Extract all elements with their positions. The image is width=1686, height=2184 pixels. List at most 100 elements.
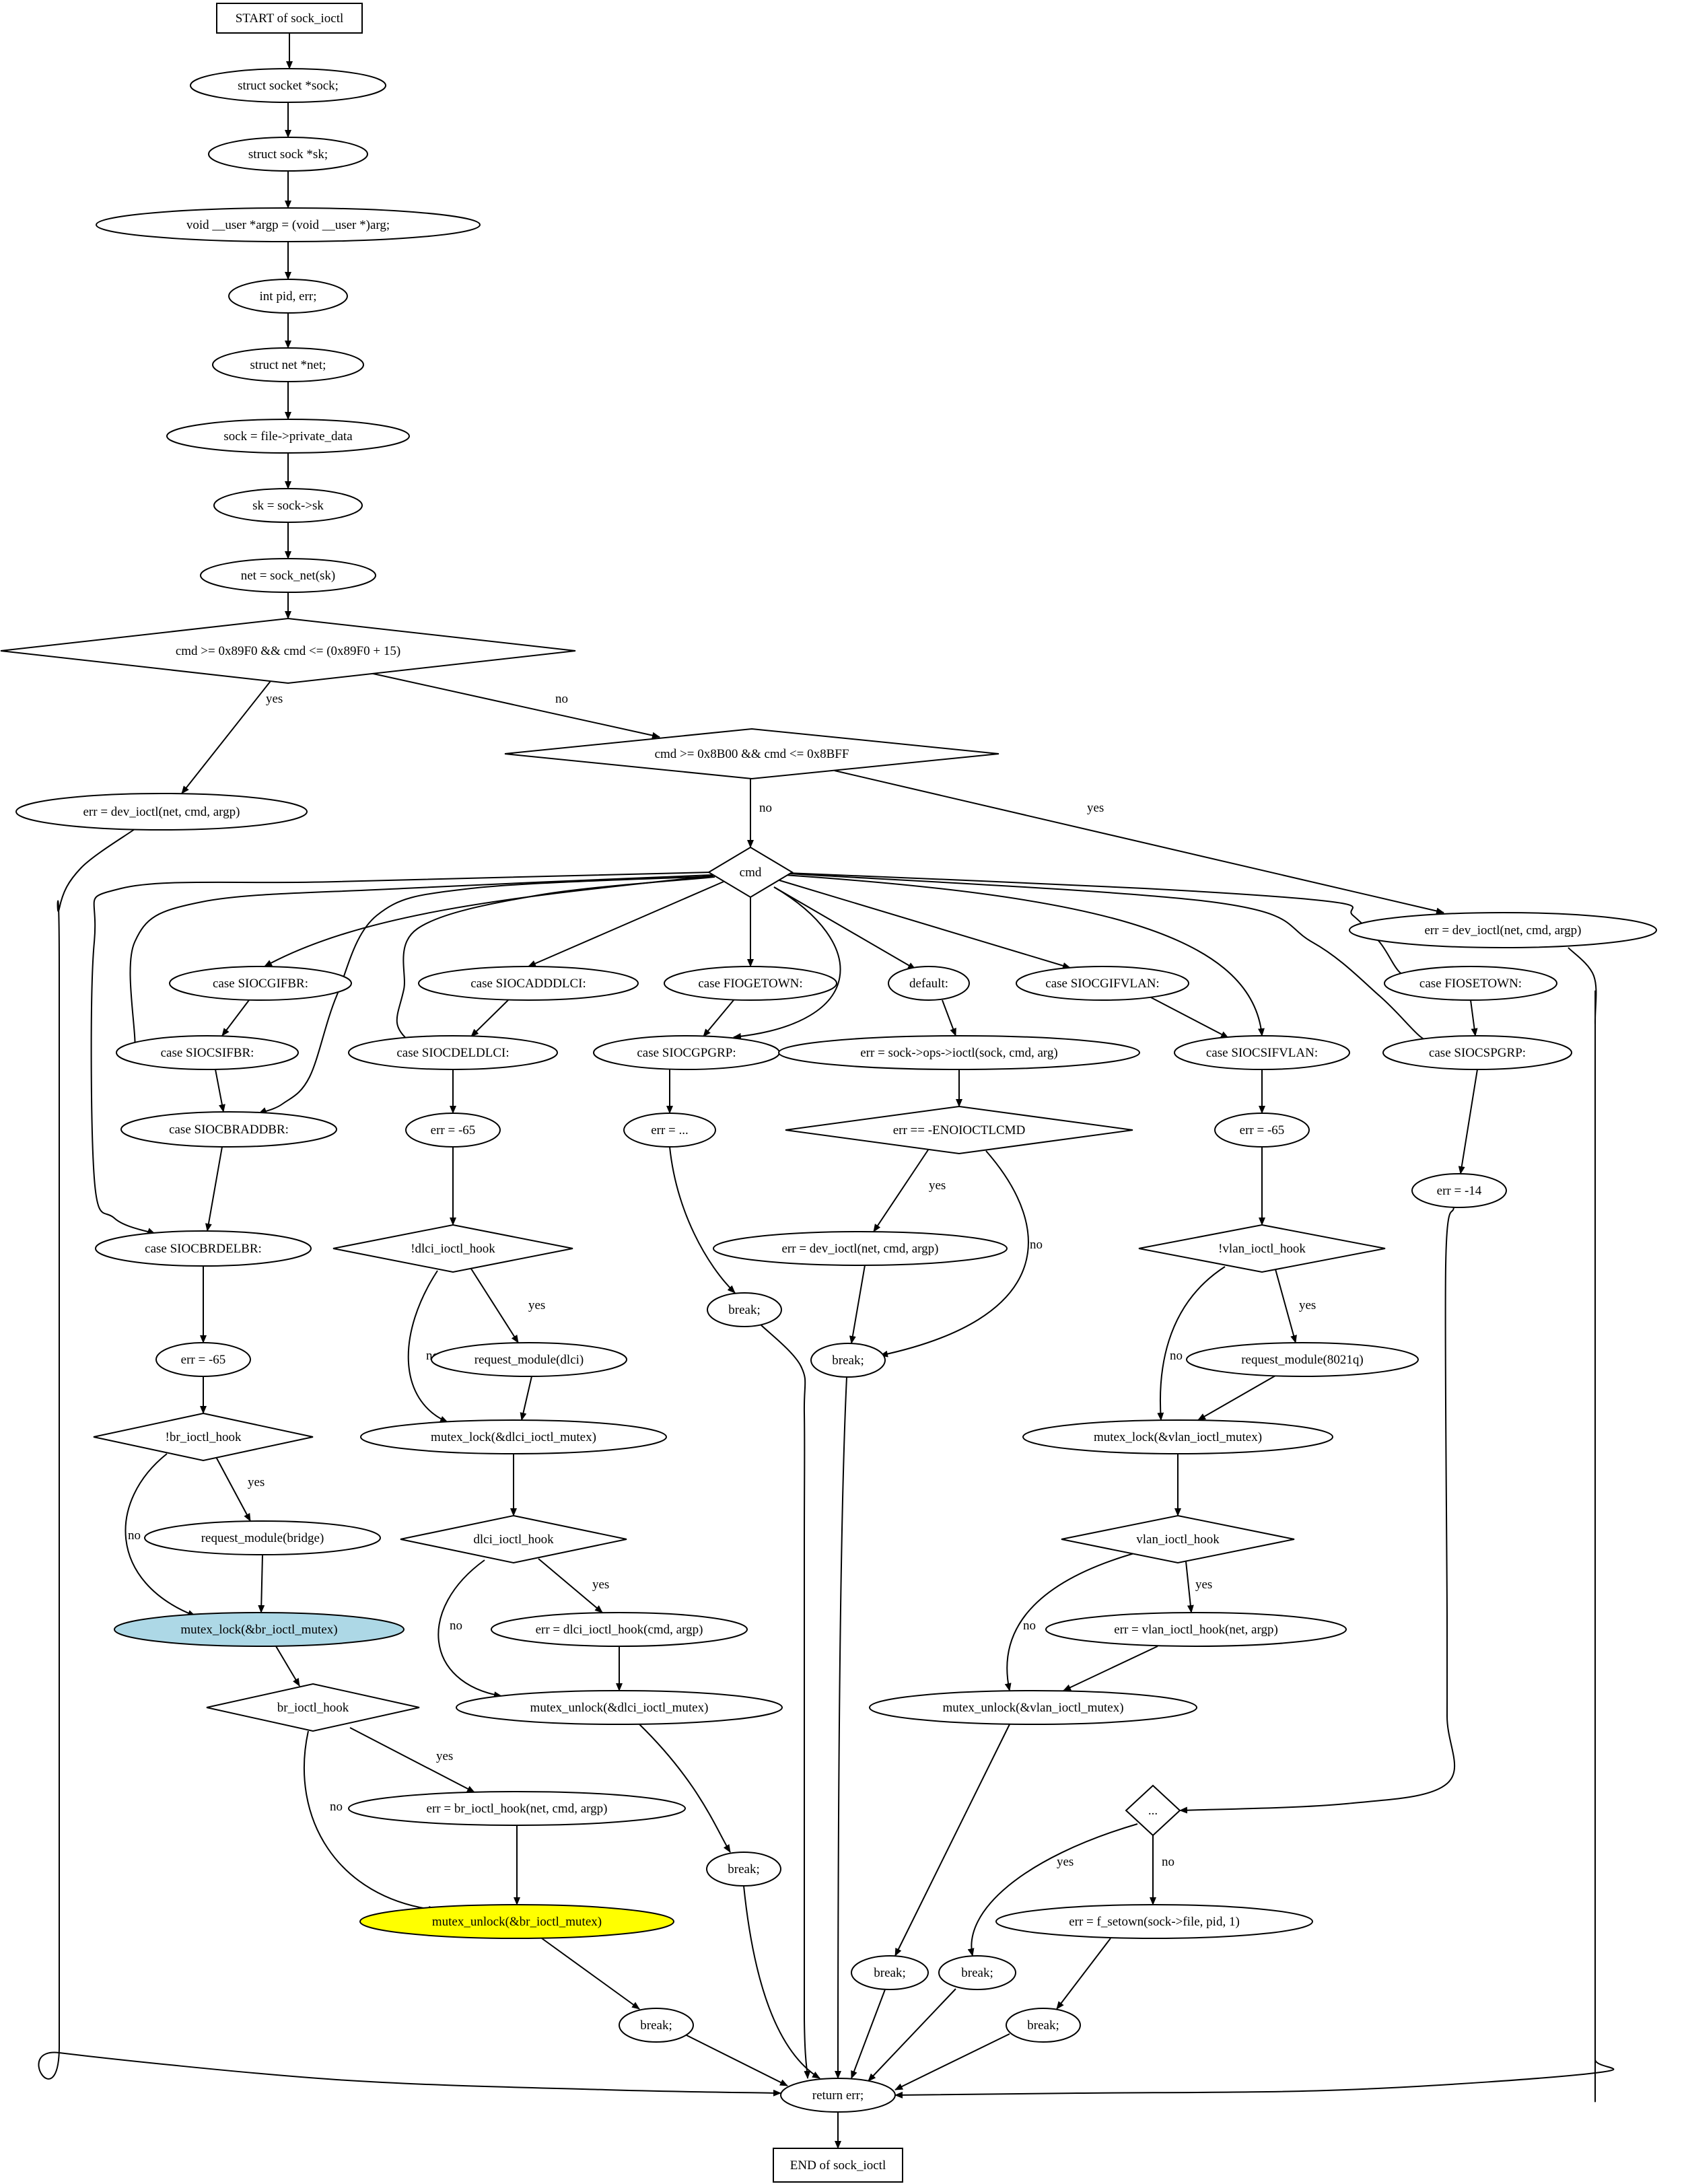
node-n-argp: void __user *argp = (void __user *)arg; xyxy=(96,207,481,242)
edge-label-yes: yes xyxy=(436,1749,453,1763)
node-label: default: xyxy=(909,977,948,991)
process-ellipse xyxy=(1186,1342,1419,1377)
node-n-dlci-err: err = -65 xyxy=(405,1113,501,1148)
process-ellipse xyxy=(155,1342,251,1377)
node-label: err = -14 xyxy=(1437,1184,1482,1198)
node-label: END of sock_ioctl xyxy=(790,2158,886,2173)
edge-c_siocgifbr-to-c_siocsifbr xyxy=(221,999,250,1036)
edge-b_default-to-n_return xyxy=(835,1376,847,2079)
edge-label-yes: yes xyxy=(929,1178,946,1193)
node-b-set: break; xyxy=(1006,2008,1081,2043)
node-c-siocsifbr: case SIOCSIFBR: xyxy=(116,1035,299,1070)
process-ellipse xyxy=(851,1955,929,1990)
node-n-dlci-lock: mutex_lock(&dlci_ioctl_mutex) xyxy=(360,1419,667,1454)
edge-b_get-to-n_return xyxy=(760,1324,811,2079)
node-c-siocadddlci: case SIOCADDDLCI: xyxy=(418,966,639,1001)
node-label: err == -ENOIOCTLCMD xyxy=(893,1123,1026,1137)
edge-d_cmd-to-c_default xyxy=(773,886,916,970)
edge-c_siocsifbr-to-c_siocbraddbr xyxy=(215,1069,225,1113)
process-ellipse xyxy=(405,1113,501,1148)
node-label: err = f_setown(sock->file, pid, 1) xyxy=(1069,1915,1240,1929)
edge-c_fiogetown-to-c_siocgpgrp xyxy=(703,999,734,1037)
node-n-vlan-err: err = -65 xyxy=(1214,1113,1310,1148)
node-n-devioctl3: err = dev_ioctl(net, cmd, argp) xyxy=(713,1231,1008,1266)
node-label: mutex_lock(&vlan_ioctl_mutex) xyxy=(1094,1430,1262,1444)
node-n-dlci-call: err = dlci_ioctl_hook(cmd, argp) xyxy=(491,1612,748,1647)
box-shape xyxy=(216,3,363,34)
process-ellipse xyxy=(869,1690,1197,1725)
edge-d_vlan_hook-to-n_vlan_lock xyxy=(1157,1266,1226,1421)
edge-label-no: no xyxy=(759,801,772,815)
edge-d_range2-to-n_devioctl2 xyxy=(834,770,1444,915)
node-b-br: break; xyxy=(619,2008,694,2043)
decision-diamond xyxy=(332,1224,573,1273)
node-label: err = dev_ioctl(net, cmd, argp) xyxy=(1424,923,1581,938)
edge-d_range1-to-d_range2 xyxy=(370,672,660,739)
node-c-siocgpgrp: case SIOCGPGRP: xyxy=(593,1035,780,1070)
node-n-vlan-unlock: mutex_unlock(&vlan_ioctl_mutex) xyxy=(869,1690,1197,1725)
edge-d_cmd-to-c_siocbrdelbr xyxy=(90,872,711,1234)
edge-d_set-to-b_set_yes xyxy=(967,1823,1138,1957)
edge-d_dlci_hook-to-n_dlci_lock xyxy=(407,1270,448,1423)
process-ellipse xyxy=(706,1852,781,1887)
decision-diamond xyxy=(785,1105,1133,1155)
edge-label-no: no xyxy=(555,692,568,706)
process-ellipse xyxy=(120,1111,337,1148)
edge-d_cmd-to-c_siocgpgrp xyxy=(733,886,841,1040)
node-c-fiosetown: case FIOSETOWN: xyxy=(1384,966,1557,1001)
edge-d_cmd-to-c_siocgifvlan xyxy=(779,880,1071,969)
process-ellipse xyxy=(418,966,639,1001)
edge-c_siocgifvlan-to-c_siocsifvlan xyxy=(1150,997,1229,1038)
edge-d_cmd-to-c_siocdeldlci xyxy=(396,876,715,1045)
decision-diamond xyxy=(1125,1784,1181,1837)
edge-n_br_unlock-to-b_br xyxy=(541,1938,640,2010)
node-n-sock: struct socket *sock; xyxy=(190,68,386,103)
node-label: case SIOCSIFVLAN: xyxy=(1206,1046,1318,1060)
process-ellipse xyxy=(938,1955,1016,1990)
node-n-vlan-call: err = vlan_ioctl_hook(net, argp) xyxy=(1045,1612,1347,1647)
process-ellipse xyxy=(1045,1612,1347,1647)
node-label: case SIOCGIFVLAN: xyxy=(1045,977,1159,991)
edge-b_vlan-to-n_return xyxy=(851,1989,886,2079)
node-n-br-err: err = -65 xyxy=(155,1342,251,1377)
edge-d_vlan_hook-to-n_req_vlan xyxy=(1275,1269,1297,1343)
node-n-sockassign: sock = file->private_data xyxy=(166,419,410,454)
process-ellipse xyxy=(664,966,837,1001)
edge-d_dlci_hook2-to-n_dlci_call xyxy=(538,1558,603,1613)
box-shape xyxy=(773,2148,903,2183)
node-label: break; xyxy=(874,1966,905,1980)
edge-d_cmd-to-c_siocsifbr xyxy=(116,874,713,1062)
node-end: END of sock_ioctl xyxy=(773,2148,903,2183)
edge-d_br_hook2-to-n_br_call xyxy=(349,1727,475,1793)
node-label: err = vlan_ioctl_hook(net, argp) xyxy=(1114,1623,1278,1637)
process-ellipse xyxy=(169,966,352,1001)
process-ellipse xyxy=(144,1520,381,1555)
decision-diamond xyxy=(1061,1514,1295,1564)
node-c-siocgifbr: case SIOCGIFBR: xyxy=(169,966,352,1001)
node-n-br-call: err = br_ioctl_hook(net, cmd, argp) xyxy=(348,1791,686,1826)
node-d-enoioctl: err == -ENOIOCTLCMD xyxy=(785,1105,1133,1155)
process-ellipse xyxy=(116,1035,299,1070)
edge-label-no: no xyxy=(128,1528,141,1543)
process-ellipse xyxy=(95,1230,312,1267)
node-c-siocbraddbr: case SIOCBRADDBR: xyxy=(120,1111,337,1148)
process-ellipse xyxy=(810,1343,886,1378)
node-d-set: ... xyxy=(1125,1784,1181,1837)
process-ellipse xyxy=(114,1612,405,1647)
process-ellipse xyxy=(619,2008,694,2043)
edge-c_siocspgrp-to-n_set_err xyxy=(1458,1069,1478,1174)
node-b-get: break; xyxy=(707,1292,782,1327)
node-label: mutex_unlock(&br_ioctl_mutex) xyxy=(432,1915,602,1929)
node-label: !vlan_ioctl_hook xyxy=(1218,1242,1306,1256)
node-label: case FIOSETOWN: xyxy=(1419,977,1522,991)
node-label: case SIOCBRDELBR: xyxy=(145,1242,262,1256)
edge-c_fiosetown-to-c_siocspgrp xyxy=(1470,999,1478,1036)
node-d-dlci-hook: !dlci_ioctl_hook xyxy=(332,1224,573,1273)
node-label: err = dev_ioctl(net, cmd, argp) xyxy=(83,805,240,819)
decision-diamond xyxy=(400,1514,627,1564)
edge-d_cmd-to-c_siocadddlci xyxy=(528,881,724,967)
node-c-default: default: xyxy=(888,966,970,1001)
node-n-dlci-unlock: mutex_unlock(&dlci_ioctl_mutex) xyxy=(456,1690,783,1725)
node-label: case SIOCGPGRP: xyxy=(637,1046,736,1060)
edge-label-yes: yes xyxy=(1057,1855,1074,1869)
